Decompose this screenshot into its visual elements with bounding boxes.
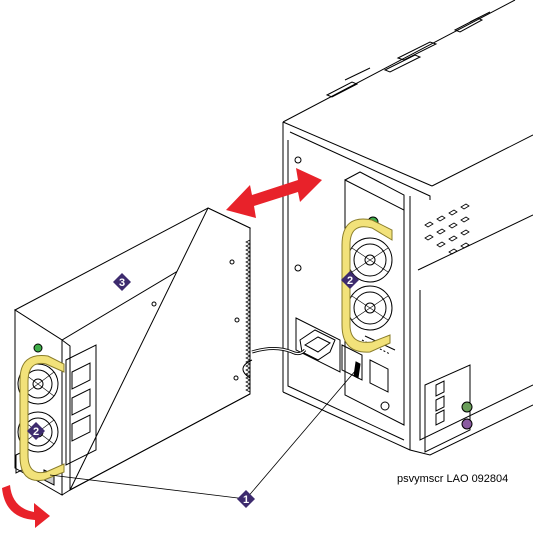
callout-leaders: [49, 369, 357, 500]
removed-power-supply: [14, 207, 307, 496]
chassis-vents: [424, 203, 470, 255]
insert-remove-arrow: [226, 168, 322, 218]
installed-psu-handle: [341, 218, 393, 353]
callout-3: 3: [113, 273, 131, 291]
callout-2a: 2: [341, 271, 359, 289]
latch-rotate-arrow: [2, 485, 50, 528]
svg-text:2: 2: [33, 426, 39, 438]
svg-text:3: 3: [119, 277, 125, 289]
callout-1: 1: [237, 490, 255, 508]
figure-caption: psvymscr LAO 092804: [397, 473, 508, 485]
svg-text:2: 2: [347, 275, 353, 287]
callout-2b: 2: [27, 422, 45, 440]
svg-text:1: 1: [243, 494, 249, 506]
removed-psu-handle: [19, 355, 65, 481]
server-chassis: [282, 0, 533, 456]
